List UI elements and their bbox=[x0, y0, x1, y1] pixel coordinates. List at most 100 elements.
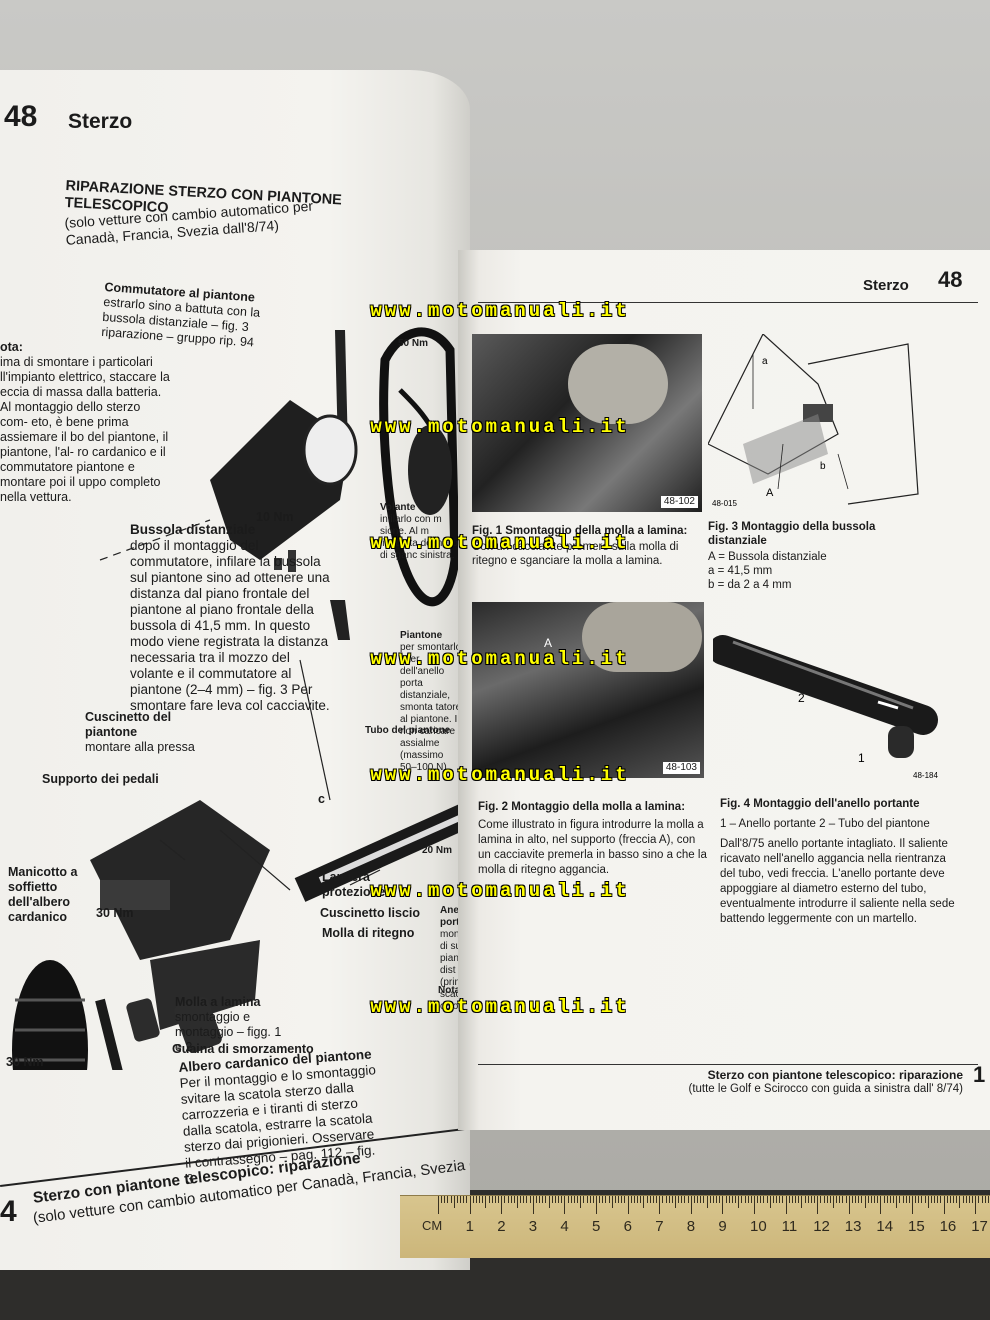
ruler-tick bbox=[561, 1196, 563, 1203]
fig3-legend-b: a = 41,5 mm bbox=[708, 565, 773, 577]
fig4-label-2: 2 bbox=[798, 691, 805, 705]
ruler-tick bbox=[523, 1196, 525, 1203]
label-bussola-head: Bussola distanziale bbox=[130, 522, 256, 537]
ruler-tick bbox=[874, 1196, 876, 1203]
ruler-tick bbox=[795, 1196, 797, 1203]
label-nota-body: ima di smontare i particolari ll'impiant… bbox=[0, 355, 170, 504]
ruler-tick bbox=[564, 1196, 566, 1214]
ruler-tick bbox=[877, 1196, 879, 1203]
ruler-tick bbox=[456, 1196, 458, 1203]
fig4-caption-head: Fig. 4 Montaggio dell'anello portante bbox=[720, 798, 920, 810]
ruler-tick bbox=[567, 1196, 569, 1203]
ruler-tick bbox=[930, 1196, 932, 1203]
ruler-tick bbox=[513, 1196, 515, 1203]
left-footer-number: 4 bbox=[0, 1195, 17, 1228]
ruler-tick bbox=[602, 1196, 604, 1203]
ruler-tick bbox=[633, 1196, 635, 1203]
ruler-tick bbox=[466, 1196, 468, 1203]
label-cuscinetto-body: montare alla pressa bbox=[85, 740, 195, 754]
label-volante-body: infilarlo con m sione. Al m linguetta de… bbox=[380, 514, 458, 561]
ruler-tick bbox=[981, 1196, 983, 1203]
watermark-5: www.motomanuali.it bbox=[370, 764, 630, 786]
ruler-tick bbox=[956, 1196, 958, 1203]
ruler-tick bbox=[693, 1196, 695, 1203]
label-tubo: Tubo del piantone bbox=[365, 725, 451, 736]
fig3-label-a: a bbox=[762, 356, 768, 367]
fig2-hand bbox=[582, 602, 702, 672]
ruler-tick bbox=[728, 1196, 730, 1203]
label-anello-body: montare di sup pian dist (prim scac calo bbox=[440, 929, 470, 1012]
ruler-tick bbox=[605, 1196, 607, 1203]
ruler-tick bbox=[712, 1196, 714, 1203]
ruler-tick bbox=[940, 1196, 942, 1203]
label-molla-lamina: Molla a lamina smontaggio e montaggio – … bbox=[175, 995, 285, 1055]
fig4-caption-legend: 1 – Anello portante 2 – Tubo del pianton… bbox=[720, 818, 930, 830]
ruler-number: 6 bbox=[623, 1218, 632, 1235]
ruler-tick bbox=[754, 1196, 755, 1214]
right-chapter-title: Sterzo bbox=[863, 277, 909, 294]
ruler-tick bbox=[943, 1196, 945, 1214]
ruler-number: 15 bbox=[908, 1218, 925, 1235]
ruler-tick bbox=[573, 1196, 575, 1203]
ruler-tick bbox=[570, 1196, 572, 1203]
ruler-tick bbox=[798, 1196, 800, 1203]
ruler-tick bbox=[627, 1196, 629, 1214]
label-bussola-body: dopo il montaggio del commutatore, infil… bbox=[130, 538, 330, 713]
label-piantone-head: Piantone bbox=[400, 630, 443, 641]
ruler-tick bbox=[532, 1196, 534, 1214]
ruler-tick bbox=[599, 1196, 601, 1203]
right-footer-number: 1 bbox=[973, 1062, 986, 1087]
chapter-title: Sterzo bbox=[68, 110, 133, 133]
ruler-tick bbox=[801, 1196, 803, 1208]
ruler-tick bbox=[829, 1196, 831, 1203]
ruler-tick bbox=[580, 1196, 582, 1208]
ruler-tick bbox=[867, 1196, 869, 1203]
ruler-tick bbox=[643, 1196, 645, 1208]
ruler-tick bbox=[880, 1196, 882, 1214]
right-chapter-number: 48 bbox=[938, 267, 963, 292]
ruler-tick bbox=[438, 1196, 439, 1214]
ruler-tick bbox=[953, 1196, 955, 1203]
ruler-tick bbox=[652, 1196, 654, 1203]
ruler-number: 2 bbox=[497, 1218, 506, 1235]
label-lamiera: Lamiera protezione bbox=[322, 870, 386, 899]
fig2-photo: A 48-103 bbox=[472, 602, 704, 778]
ruler-tick bbox=[949, 1196, 951, 1203]
ruler-tick bbox=[472, 1196, 474, 1203]
ruler-tick bbox=[548, 1196, 550, 1208]
ruler-tick bbox=[624, 1196, 626, 1203]
ruler-tick bbox=[747, 1196, 749, 1203]
ruler-tick bbox=[814, 1196, 816, 1203]
ruler-tick bbox=[858, 1196, 860, 1203]
ruler-tick bbox=[684, 1196, 686, 1203]
ruler-number: 12 bbox=[813, 1218, 830, 1235]
ruler-tick bbox=[517, 1196, 518, 1208]
fig2-code: 48-103 bbox=[662, 762, 700, 774]
ruler-number: 1 bbox=[465, 1218, 474, 1235]
ruler-tick bbox=[453, 1196, 455, 1208]
ruler-tick bbox=[984, 1196, 986, 1203]
ruler-number: 3 bbox=[528, 1218, 538, 1235]
label-guaina: Guaina di smorzamento bbox=[172, 1042, 314, 1056]
label-manicotto: Manicotto a soffietto dell'albero cardan… bbox=[8, 865, 78, 924]
fig3-label-b: b bbox=[820, 461, 826, 472]
label-volante-head: Volante bbox=[380, 502, 416, 513]
right-footer-rule bbox=[478, 1064, 978, 1065]
ruler-tick bbox=[757, 1196, 759, 1203]
ruler-tick bbox=[763, 1196, 765, 1203]
ruler-tick bbox=[836, 1196, 838, 1203]
ruler-tick bbox=[972, 1196, 974, 1203]
fig2-label-A: A bbox=[544, 636, 553, 650]
label-nota-head: ota: bbox=[0, 340, 23, 354]
ruler-tick bbox=[915, 1196, 917, 1203]
ruler-tick bbox=[592, 1196, 594, 1203]
fig1-code: 48-102 bbox=[660, 496, 698, 508]
label-50nm: 50 Nm bbox=[398, 338, 429, 349]
fig2-caption-head: Fig. 2 Montaggio della molla a lamina: bbox=[478, 801, 686, 813]
ruler-tick bbox=[978, 1196, 980, 1203]
right-footer-subtitle: (tutte le Golf e Scirocco con guida a si… bbox=[688, 1083, 963, 1095]
ruler-number: 11 bbox=[781, 1218, 798, 1235]
ruler-tick bbox=[678, 1196, 680, 1203]
ruler-number: 8 bbox=[686, 1218, 696, 1235]
